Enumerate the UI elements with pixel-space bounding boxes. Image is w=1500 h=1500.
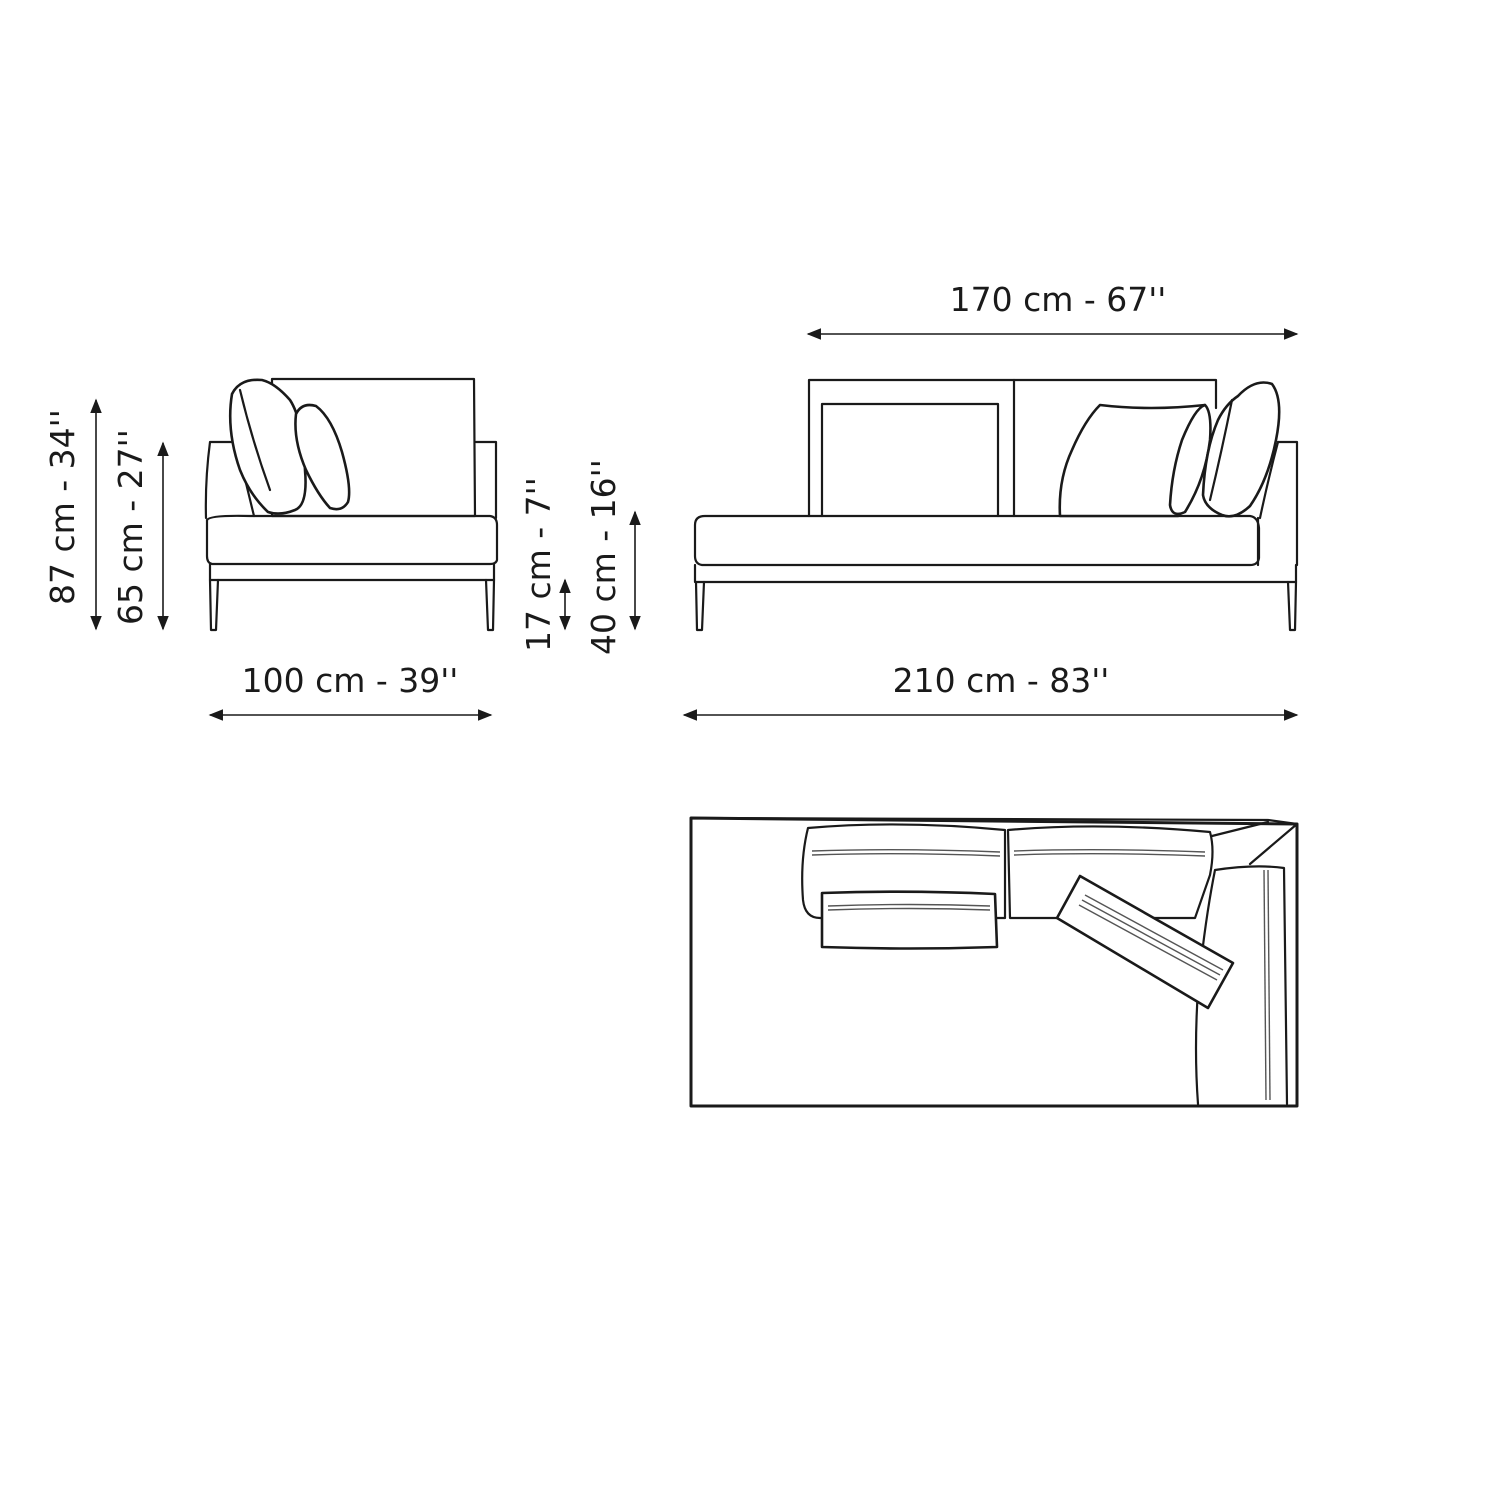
front-pillow-round (1201, 381, 1281, 518)
front-seat-cushion (693, 514, 1261, 567)
side-view (204, 377, 499, 632)
top-back-frame (689, 816, 1299, 866)
dim-side-total-height: 87 cm - 34'' (43, 409, 82, 605)
front-arm-right-inner (1258, 440, 1280, 520)
dim-seat-height: 40 cm - 16'' (584, 459, 623, 655)
side-dimensions: 87 cm - 34'' 65 cm - 27'' 100 cm - 39'' … (43, 398, 641, 721)
side-base-frame (208, 562, 496, 582)
front-pillow-square-side (1168, 403, 1212, 516)
top-view (689, 816, 1299, 1108)
front-leg-left (694, 580, 706, 632)
front-dimensions: 170 cm - 67'' 210 cm - 83'' (682, 280, 1299, 721)
front-leg-right (1286, 580, 1298, 632)
dim-backrest-width: 170 cm - 67'' (950, 280, 1167, 319)
front-back-cushion-left (820, 402, 1000, 518)
front-view (693, 378, 1299, 632)
front-back-frame (807, 378, 1218, 518)
top-back-cushion-left (801, 823, 1007, 920)
front-base-frame (693, 563, 1298, 584)
side-seat-cushion (205, 514, 499, 566)
top-pillow-tilted (1055, 874, 1235, 1010)
dim-side-width: 100 cm - 39'' (242, 661, 459, 700)
side-pillow-large-edge (238, 388, 272, 492)
dim-side-back-height: 65 cm - 27'' (111, 429, 150, 625)
side-pillow-small (294, 403, 351, 511)
dim-total-width: 210 cm - 83'' (893, 661, 1110, 700)
side-leg-right (484, 578, 496, 632)
side-leg-left (208, 578, 220, 632)
top-outline (689, 816, 1299, 1108)
dim-leg-height: 17 cm - 7'' (519, 477, 558, 652)
top-back-cushion-right (1006, 825, 1214, 920)
top-pillow-square (820, 890, 999, 950)
side-arm-panel (474, 440, 498, 520)
side-pillow-large (228, 378, 307, 515)
